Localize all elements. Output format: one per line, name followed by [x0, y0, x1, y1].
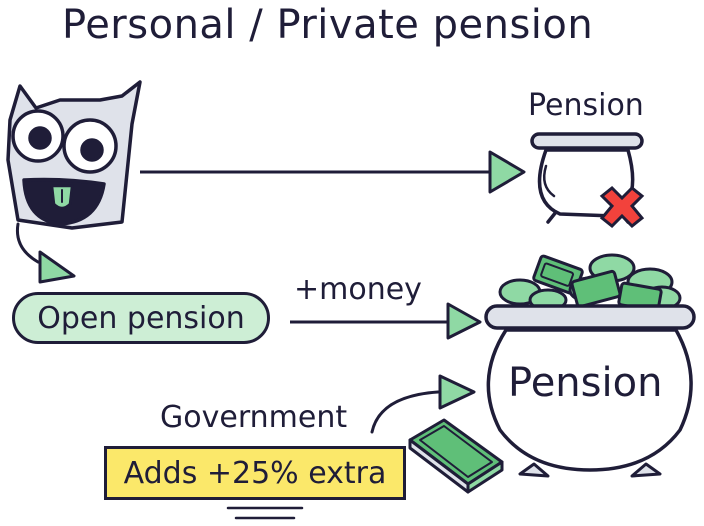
arrow-icon: [17, 224, 74, 282]
government-label: Government: [160, 400, 347, 435]
scribble-underline: [228, 508, 302, 518]
adds-extra-box: Adds +25% extra: [104, 446, 406, 500]
arrow-icon: [140, 152, 524, 192]
page-title: Personal / Private pension: [62, 2, 593, 48]
pot-label: Pension: [508, 360, 662, 406]
open-pension-button: Open pension: [12, 292, 270, 344]
arrow-icon: [290, 304, 480, 338]
empty-pot-label: Pension: [528, 88, 644, 123]
banknotes-icon: [410, 420, 502, 492]
money-label: +money: [294, 272, 422, 307]
monster-character: [8, 82, 140, 228]
arrow-icon: [372, 376, 474, 432]
